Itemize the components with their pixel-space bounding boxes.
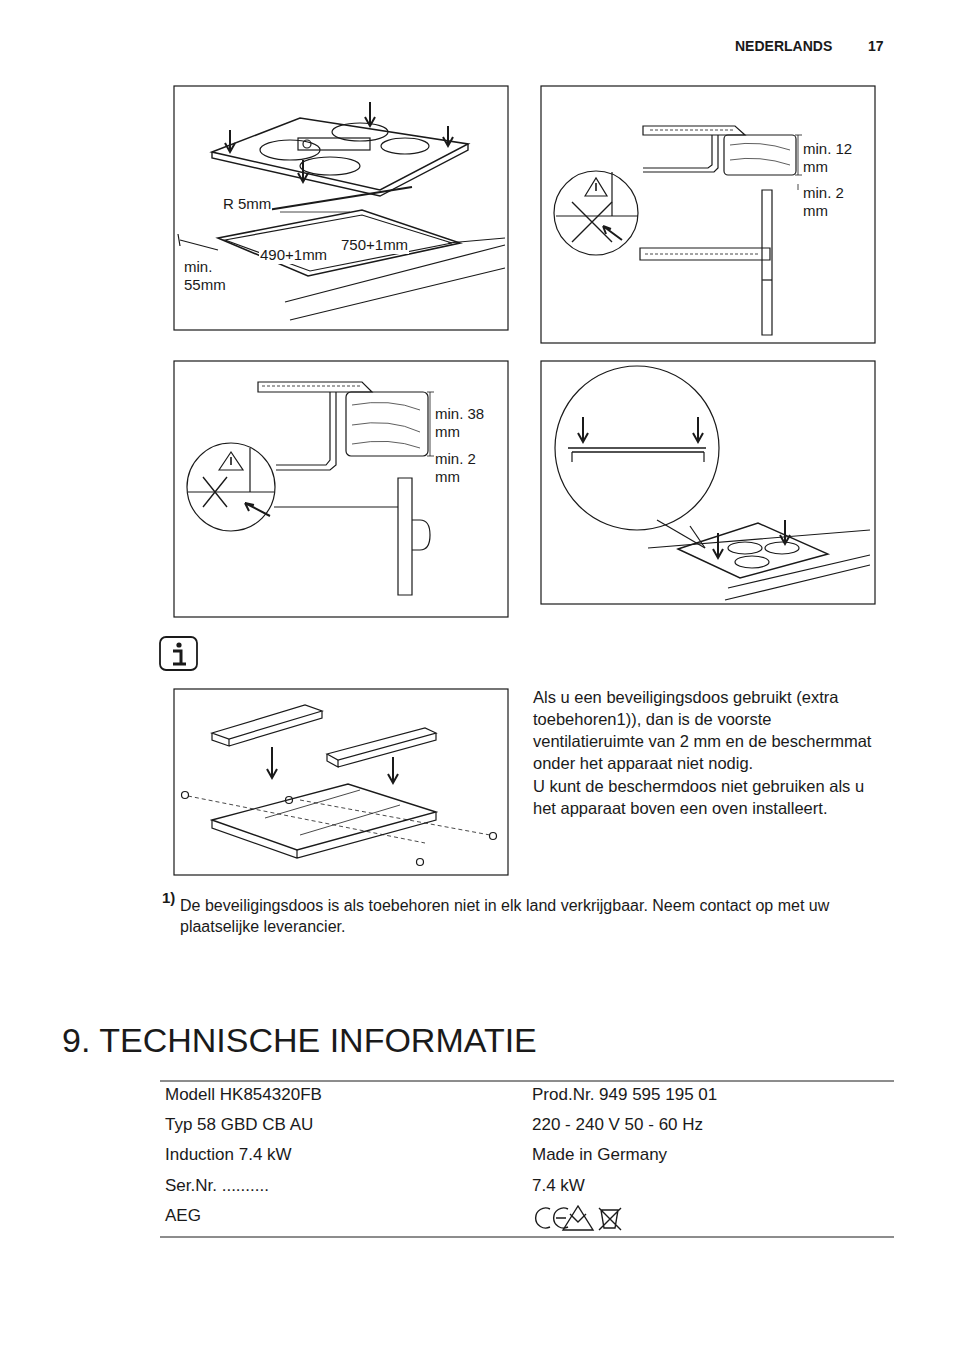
hob-cutout-figure [178,102,505,320]
countertop-section-figure [554,126,802,335]
dimension-label: min. 2 mm [803,184,865,220]
table-cell: Prod.Nr. 949 595 195 01 [532,1085,717,1105]
table-cell: AEG [165,1206,201,1226]
footnote-text: De beveiligingsdoos is als toebehoren ni… [180,895,880,937]
protection-box-figure [182,705,497,866]
panel-frame [541,86,875,343]
table-cell: Modell HK854320FB [165,1085,322,1105]
dimension-label: 750+1mm [340,236,409,254]
footnote-number: 1) [162,889,175,907]
table-cell: Typ 58 GBD CB AU [165,1115,313,1135]
certification-marks [536,1206,621,1230]
table-cell: 220 - 240 V 50 - 60 Hz [532,1115,703,1135]
panel-frame [174,689,508,875]
dimension-label: min. 55mm [184,258,236,294]
page-header: NEDERLANDS [735,38,832,55]
note-text: U kunt de beschermdoos niet gebruiken al… [533,775,885,819]
info-icon [160,637,197,670]
panel-frame [174,361,508,617]
page-number: 17 [868,38,884,55]
dimension-label: 490+1mm [259,246,328,264]
table-cell: Induction 7.4 kW [165,1145,292,1165]
dimension-label: min. 38 mm [435,405,497,441]
countertop-section-figure [187,382,434,595]
panel-frame [174,86,508,330]
table-cell: 7.4 kW [532,1176,585,1196]
table-cell: Ser.Nr. .......... [165,1176,269,1196]
section-heading: 9. TECHNISCHE INFORMATIE [62,1020,537,1061]
table-cell: Made in Germany [532,1145,667,1165]
note-text: Als u een beveiligingsdoos gebruikt (ext… [533,686,885,774]
dimension-label: min. 2 mm [435,450,497,486]
dimension-label: min. 12 mm [803,140,865,176]
dimension-label: R 5mm [222,195,272,213]
hob-placement-figure [555,366,870,600]
panel-frame [541,361,875,604]
table-rule [160,1081,894,1237]
